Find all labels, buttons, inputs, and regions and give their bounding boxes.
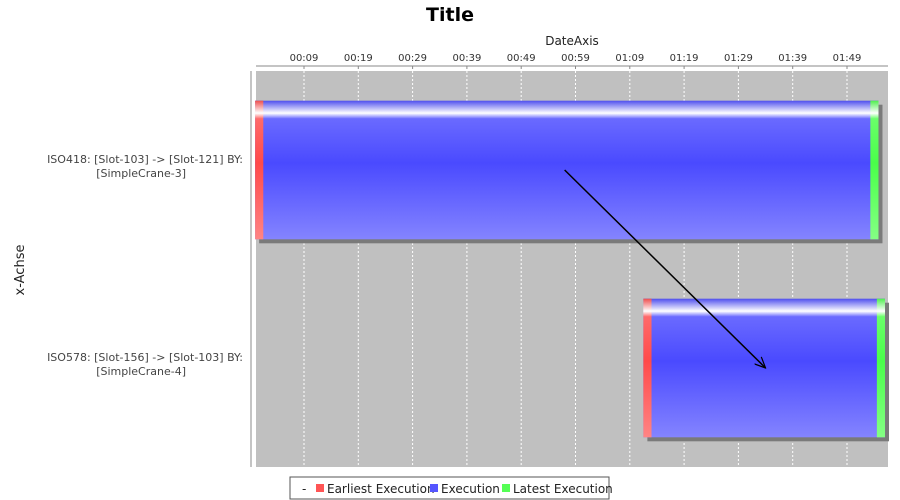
task-label-line1: ISO578: [Slot-156] -> [Slot-103] BY: xyxy=(47,351,243,364)
task-bar-execution xyxy=(255,100,879,240)
legend-label-execution: Execution xyxy=(441,482,500,496)
task-label-line1: ISO418: [Slot-103] -> [Slot-121] BY: xyxy=(47,153,243,166)
tick-label: 01:09 xyxy=(615,53,644,64)
task-bar-latest xyxy=(876,298,886,438)
tick-label: 01:19 xyxy=(670,53,699,64)
task-bars xyxy=(255,100,890,442)
tick-label: 00:19 xyxy=(344,53,373,64)
task-labels: ISO418: [Slot-103] -> [Slot-121] BY:[Sim… xyxy=(47,153,243,378)
legend-swatch-latest xyxy=(502,484,510,492)
task-bar-earliest xyxy=(643,298,652,438)
task-bar-group xyxy=(643,298,890,442)
x-axis-label: DateAxis xyxy=(545,34,599,48)
task-bar-execution xyxy=(643,298,886,438)
chart-title: Title xyxy=(426,4,474,26)
tick-label: 00:09 xyxy=(290,53,319,64)
legend-swatch-earliest xyxy=(316,484,324,492)
legend: - Earliest Execution Execution Latest Ex… xyxy=(289,476,613,500)
x-axis-ticks: 00:09 00:19 00:29 00:39 00:49 00:59 01:09 01:19… xyxy=(290,53,862,69)
tick-label: 00:49 xyxy=(507,53,536,64)
y-axis-label: x-Achse xyxy=(13,245,28,296)
legend-box xyxy=(289,476,610,500)
tick-label: 00:39 xyxy=(452,53,481,64)
legend-swatch-execution xyxy=(430,484,438,492)
tick-label: 01:49 xyxy=(833,53,862,64)
task-bar-latest xyxy=(870,100,879,240)
tick-label: 01:29 xyxy=(724,53,753,64)
annotation-arrow-line xyxy=(564,169,766,368)
legend-prefix: - xyxy=(302,482,306,496)
task-label-line2: [SimpleCrane-4] xyxy=(96,365,186,378)
task-label-line2: [SimpleCrane-3] xyxy=(96,167,186,180)
legend-label-latest: Latest Execution xyxy=(513,482,613,496)
legend-label-earliest: Earliest Execution xyxy=(327,482,435,496)
task-bar-group xyxy=(255,100,883,244)
tick-label: 00:29 xyxy=(398,53,427,64)
tick-label: 01:39 xyxy=(778,53,807,64)
task-bar-earliest xyxy=(255,100,264,240)
annotation-arrow xyxy=(564,169,766,368)
tick-label: 00:59 xyxy=(561,53,590,64)
